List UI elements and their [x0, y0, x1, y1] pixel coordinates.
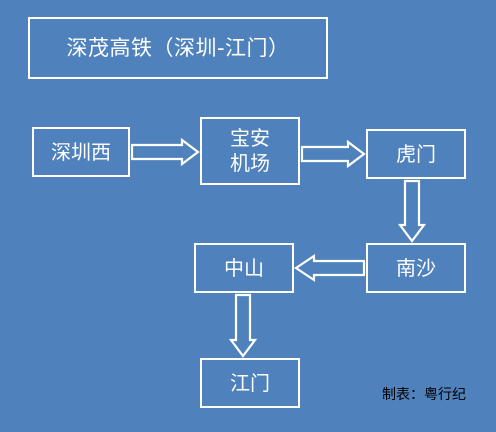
station-label: 深圳西	[51, 139, 111, 164]
arrow-shenzhen-west-to-baoan	[130, 137, 200, 167]
arrow-humen-to-nansha	[397, 179, 427, 243]
station-zhongshan: 中山	[194, 243, 294, 293]
arrow-baoan-to-humen	[300, 139, 366, 169]
station-nansha: 南沙	[366, 243, 466, 293]
station-label: 中山	[224, 255, 264, 280]
station-label: 虎门	[396, 141, 436, 166]
station-label-line2: 机场	[230, 151, 270, 175]
diagram-title-text: 深茂高铁（深圳-江门）	[66, 35, 290, 60]
station-humen: 虎门	[366, 129, 466, 179]
station-label: 南沙	[396, 255, 436, 280]
station-shenzhen-west: 深圳西	[32, 127, 130, 177]
arrow-zhongshan-to-jiangmen	[228, 293, 258, 358]
station-baoan-airport: 宝安 机场	[200, 117, 300, 185]
diagram-title: 深茂高铁（深圳-江门）	[28, 17, 328, 79]
station-jiangmen: 江门	[200, 358, 300, 408]
station-label-line1: 宝安	[230, 126, 270, 150]
station-label: 江门	[230, 370, 270, 395]
credit-text: 制表：粤行纪	[382, 387, 466, 403]
arrow-nansha-to-zhongshan	[294, 253, 366, 283]
